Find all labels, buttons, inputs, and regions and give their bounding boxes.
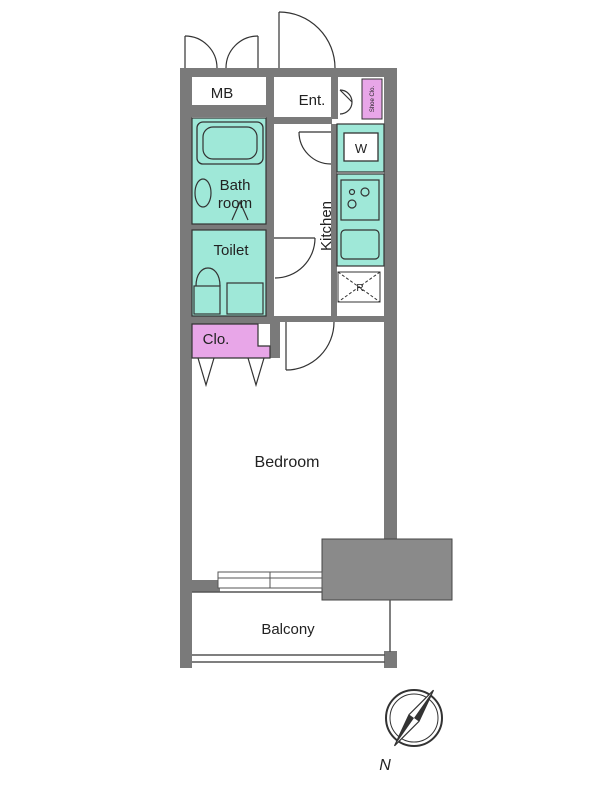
refrigerator [337, 271, 381, 303]
walls [180, 68, 397, 668]
compass-north-label: N [379, 757, 391, 774]
washbasin [194, 178, 212, 208]
bedroom-label: Bedroom [255, 454, 320, 471]
closet-label: Clo. [203, 331, 230, 348]
refrigerator-label: R [356, 283, 363, 294]
stove [340, 179, 380, 221]
shoe-closet [361, 78, 383, 120]
compass-icon [385, 689, 443, 747]
toilet-fixture [193, 267, 264, 315]
closet-area [191, 323, 271, 359]
bedroom-window [217, 571, 323, 589]
washer-box [343, 132, 379, 162]
kitchen-label: Kitchen [318, 201, 335, 251]
washer-label: W [355, 141, 368, 156]
shoe-closet-label: Shoe Clo. [370, 85, 376, 112]
mb-label: MB [211, 85, 234, 102]
kitchen-sink [340, 229, 380, 260]
bathroom-label-line1: Bath [220, 177, 251, 194]
balcony-area [192, 591, 391, 663]
bathtub [196, 121, 264, 165]
structural-column [321, 538, 453, 601]
bathroom-label-line2: room [218, 195, 252, 212]
entrance-label: Ent. [299, 92, 326, 109]
doors [184, 11, 353, 388]
toilet-label: Toilet [213, 242, 249, 259]
toilet-area [191, 229, 267, 317]
balcony-label: Balcony [261, 621, 315, 638]
